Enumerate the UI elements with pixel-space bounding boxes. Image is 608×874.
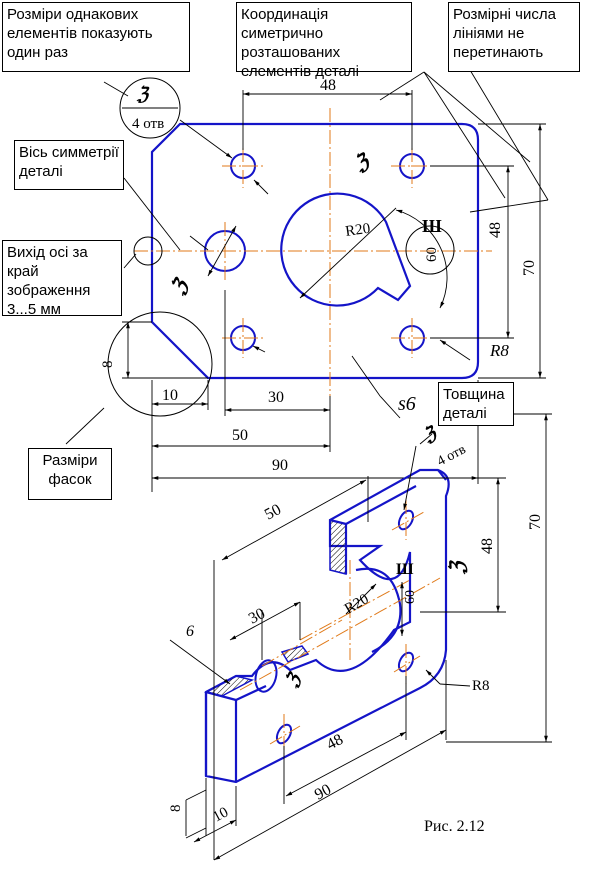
iso-mark-2: ℨ <box>447 560 469 575</box>
iso-dim-10: 10 <box>210 804 231 825</box>
front-dim-r8: R8 <box>489 341 509 360</box>
note-axis-exit-text: Вихід осі за край зображення 3...5 мм <box>7 244 91 318</box>
front-dim-48-right: 48 <box>487 222 504 238</box>
front-dimensions <box>122 90 546 492</box>
iso-dim-90: 90 <box>312 781 334 804</box>
iso-dim-60: 60 <box>403 590 418 604</box>
iso-hole-2 <box>397 651 415 673</box>
iso-dim-8: 8 <box>168 805 184 813</box>
iso-hatch-3 <box>280 645 310 663</box>
note-numbers-not-crossed: Розмірні числа лініями не перетинають <box>448 2 580 72</box>
front-dim-8: 8 <box>100 361 116 369</box>
front-dim-30: 30 <box>268 389 284 406</box>
front-mark-4: Ш <box>422 216 442 236</box>
front-dim-s6: s6 <box>398 393 416 415</box>
front-view: 48 48 70 R20 60 R8 8 10 30 50 90 s6 4 от… <box>65 69 549 492</box>
note-chamfer-sizes: Разміри фасок <box>28 448 112 500</box>
front-mark-1: ℨ <box>136 84 150 104</box>
note-symmetric-coord: Координація симетрично розташованих елем… <box>236 2 412 80</box>
iso-hole-1 <box>397 509 415 531</box>
front-dim-90: 90 <box>272 457 288 474</box>
iso-mark-4: Ш <box>396 561 414 578</box>
front-dim-50: 50 <box>232 427 248 444</box>
note-numbers-not-crossed-text: Розмірні числа лініями не перетинають <box>453 6 556 61</box>
note-thickness-text: Товщина деталі <box>443 386 505 422</box>
iso-hatch-2 <box>203 675 255 697</box>
front-dim-48-top: 48 <box>320 77 336 94</box>
callout-circle-60 <box>405 225 455 275</box>
note-chamfer-sizes-text: Разміри фасок <box>42 452 98 488</box>
front-dim-10: 10 <box>162 387 178 404</box>
front-center-hole <box>280 192 412 307</box>
front-axis-lines <box>134 108 492 396</box>
front-mark-2: ℨ <box>350 149 374 176</box>
iso-view: 4 отв 50 48 70 R20 60 30 6 R8 48 90 8 10… <box>168 413 552 861</box>
iso-mark-3: ℨ <box>281 669 305 691</box>
iso-dim-50: 50 <box>262 501 284 524</box>
front-holes-count: 4 отв <box>132 116 164 132</box>
iso-hole-4 <box>254 659 278 693</box>
iso-dim-48-v: 48 <box>479 538 496 554</box>
front-dim-70: 70 <box>521 260 538 276</box>
note-symmetry-axis-text: Вісь симметрії деталі <box>19 144 119 180</box>
note-same-elements-text: Розміри однакових елементів показують од… <box>7 6 153 61</box>
iso-dim-r8: R8 <box>472 678 490 694</box>
front-mark-3: ℨ <box>167 275 194 299</box>
note-axis-exit: Вихід осі за край зображення 3...5 мм <box>2 240 122 318</box>
note-same-elements: Розміри однакових елементів показують од… <box>2 2 190 72</box>
front-plate-outline <box>150 122 480 380</box>
iso-dim-70: 70 <box>527 514 544 530</box>
note-symmetric-coord-text: Координація симетрично розташованих елем… <box>241 6 359 80</box>
front-dim-60: 60 <box>424 247 440 262</box>
callout-circle-chamfer <box>107 311 213 417</box>
iso-dim-30: 30 <box>246 605 268 628</box>
note-thickness: Товщина деталі <box>438 382 514 426</box>
figure-caption: Рис. 2.12 <box>424 818 485 835</box>
iso-hatch-1 <box>329 519 347 575</box>
iso-holes-count: 4 отв <box>435 442 469 470</box>
iso-center-arc <box>355 567 402 653</box>
front-dim-r20: R20 <box>344 221 371 240</box>
note-symmetry-axis: Вісь симметрії деталі <box>14 140 124 190</box>
iso-dim-48-h: 48 <box>324 731 346 754</box>
callout-circle-axis <box>133 236 163 266</box>
iso-dim-6: 6 <box>186 623 194 640</box>
iso-dimensions <box>169 413 552 861</box>
